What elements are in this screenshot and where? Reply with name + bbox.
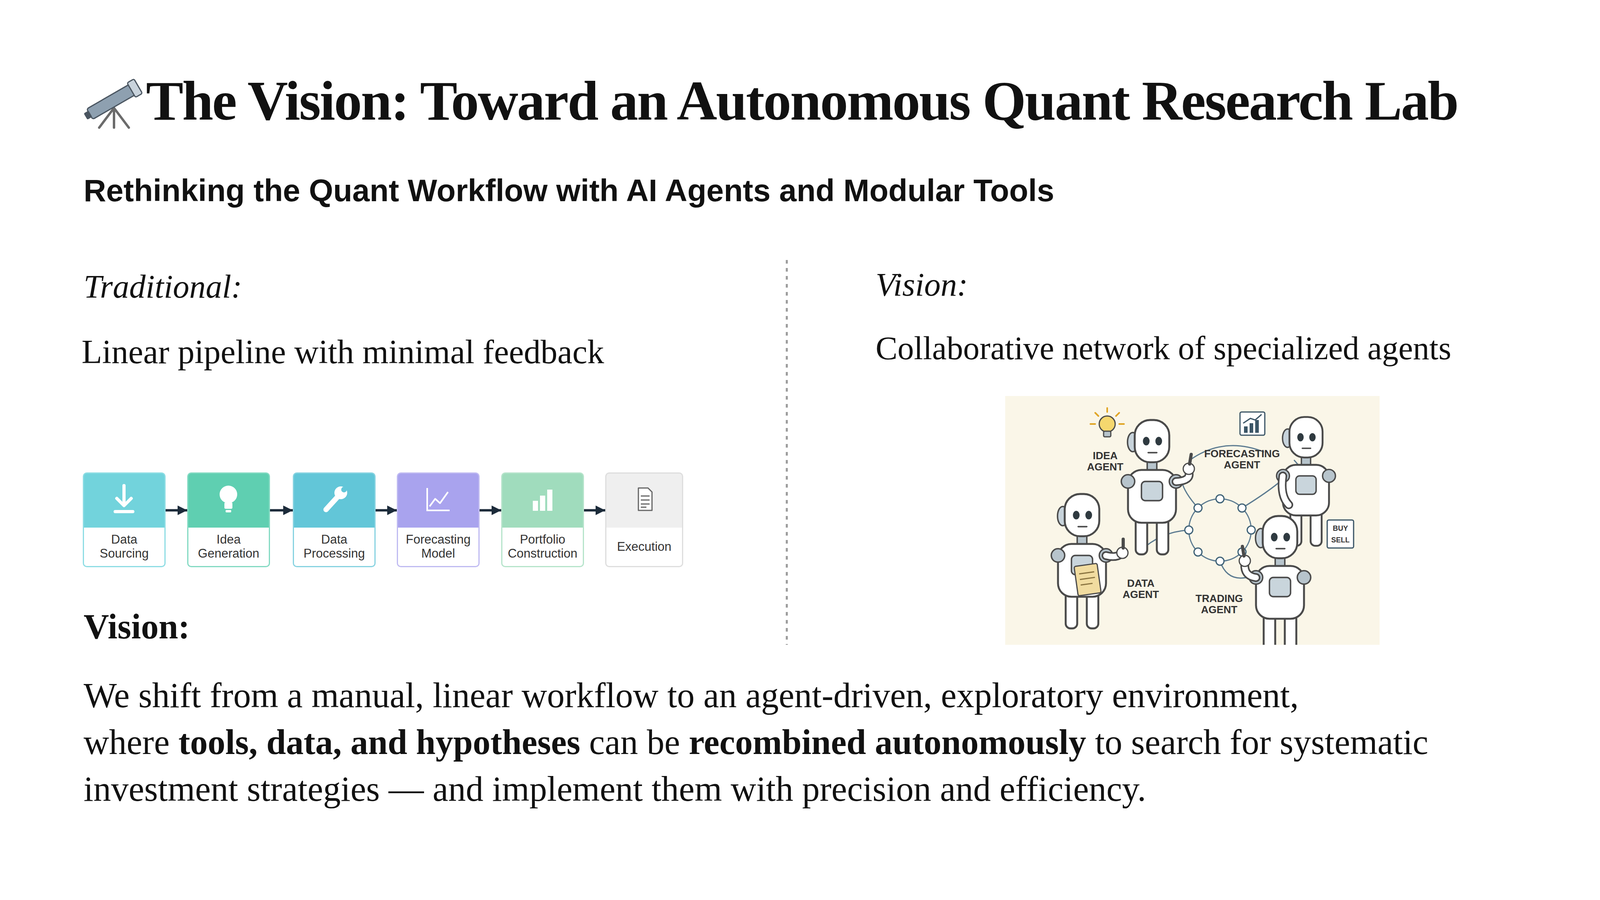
trade-ticket [1327,520,1354,548]
robot-arm [1282,476,1289,505]
column-description: Linear pipeline with minimal feedback [81,335,604,369]
body-text: can be [589,722,680,762]
agent-label: IDEA AGENT [1081,450,1130,473]
network-node [1238,504,1246,512]
clipboard-lines [1079,572,1096,586]
box-label: Idea Generation [190,532,268,561]
box-label: Portfolio Construction [504,532,582,561]
data-robot [1051,494,1113,629]
ticket-frame [1327,520,1354,548]
divider-line [786,260,788,645]
flow-arrow [479,509,502,512]
tube-lens [127,78,143,98]
pointing-finger [1189,454,1192,464]
network-link [1242,480,1282,508]
box-label-area: Portfolio Construction [504,527,582,566]
agent-label: TRADING AGENT [1185,592,1254,616]
thumb-up [1121,539,1125,548]
body-paragraph: We shift from a manual, linear workflow … [83,672,1464,813]
box-label: Data Sourcing [85,532,163,561]
flow-arrow [375,509,397,512]
section-heading: Vision: [83,609,190,645]
pointing-finger [1242,546,1244,556]
network-node [1184,526,1193,534]
body-emphasis: recombined autonomously [688,722,1086,762]
agent-label: DATA AGENT [1114,577,1167,600]
process-box: Data Sourcing [82,472,166,568]
box-label-area: Forecasting Model [399,527,477,566]
flow-arrow [165,509,188,512]
bulb-glass [1099,416,1116,432]
subtitle: Rethinking the Quant Workflow with AI Ag… [83,174,1055,206]
box-label-area: Idea Generation [190,527,268,566]
telescope-tube [81,78,143,124]
network-ring [1188,498,1252,562]
slide-title: The Vision: Toward an Autonomous Quant R… [146,72,1458,129]
robot-arms [1074,454,1289,596]
network-nodes [1184,494,1256,566]
column-heading: Traditional: [83,270,242,304]
idea-bulb [1090,408,1124,437]
network-node [1194,548,1202,556]
network-node [1194,504,1202,512]
tube-body [86,82,138,120]
network-node [1216,557,1224,566]
flow-arrow [270,509,293,512]
bulb-base [1103,431,1111,437]
chart-trend [1243,414,1262,424]
process-box: Portfolio Construction [501,472,584,568]
box-label: Data Processing [295,532,373,561]
chart-bar [1255,420,1259,433]
network-node [1216,494,1224,503]
chart-bar [1244,426,1248,433]
box-label-area: Execution [608,527,681,566]
network-node [1247,526,1256,534]
ticket-label: SELL [1331,536,1350,544]
illustration-background [1005,396,1380,645]
column-heading: Vision: [875,268,968,302]
telescope-tripod [99,108,129,128]
column-description: Collaborative network of specialized age… [875,332,1452,365]
flow-arrow [584,509,606,512]
chart-bar [1249,423,1254,433]
forecast-chart-icon [1240,412,1265,436]
box-label-area: Data Sourcing [85,527,163,566]
process-box: Forecasting Model [396,472,480,568]
box-label-area: Data Processing [295,527,373,566]
body-emphasis: tools, data, and hypotheses [178,722,581,762]
ticket-label: BUY [1332,524,1348,532]
process-box: Idea Generation [187,472,270,568]
box-label: Forecasting Model [399,532,477,561]
clipboard [1074,563,1102,596]
process-box: Execution [605,472,684,568]
idea-robot [1121,420,1183,555]
telescope-icon [81,78,143,128]
agent-illustration [1005,396,1380,645]
agent-label: FORECASTING AGENT [1200,448,1284,471]
chart-frame [1240,412,1265,436]
tube-eyepiece [83,110,92,120]
box-label: Execution [616,540,672,554]
robot-arm [1282,476,1289,505]
process-box: Data Processing [292,472,376,568]
